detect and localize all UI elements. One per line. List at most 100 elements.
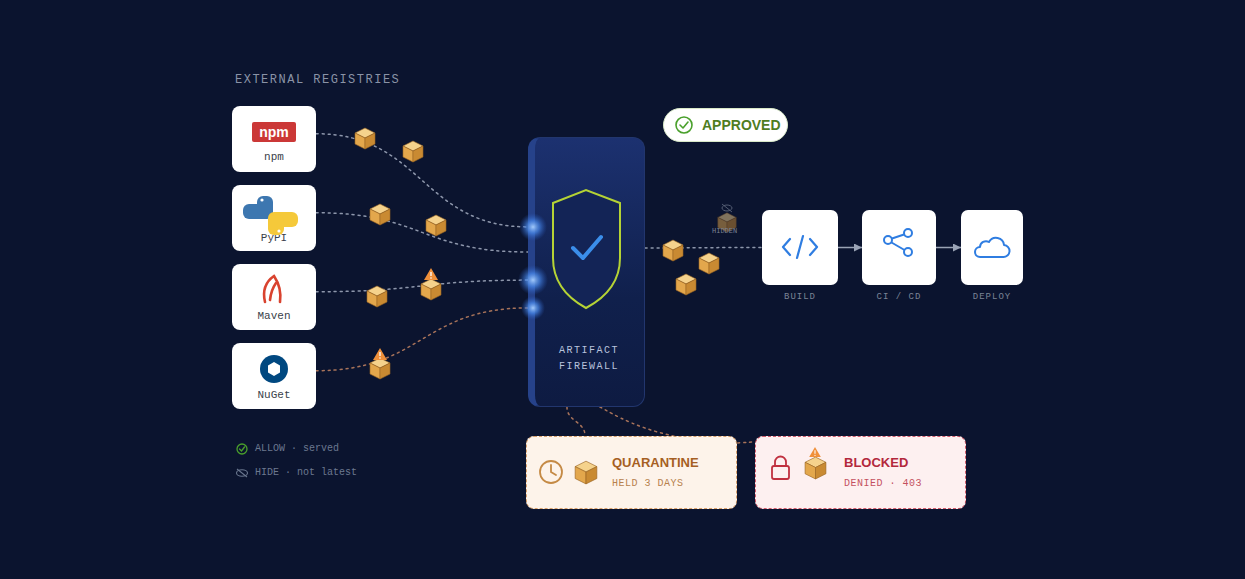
illustration-part <box>257 196 273 216</box>
illustration-part <box>270 283 276 300</box>
registry-box: NuGet <box>232 343 316 409</box>
illustration-part <box>519 213 547 241</box>
node-text: HELD 3 DAYS <box>612 478 732 489</box>
illustration-part <box>553 190 620 308</box>
illustration-part <box>237 444 247 454</box>
status-pill: APPROVED <box>663 108 788 142</box>
connector-group <box>316 134 961 443</box>
node-text: npm <box>252 122 296 142</box>
registry-box: PyPI <box>232 185 316 251</box>
port-glow <box>518 213 548 320</box>
firewall-shield <box>553 190 620 308</box>
illustration-part <box>237 469 247 477</box>
illustration-part <box>676 117 692 133</box>
illustration-part <box>355 128 375 149</box>
node-text: DENIED · 403 <box>844 478 964 489</box>
registry-box: Maven <box>232 264 316 330</box>
connector <box>838 247 862 249</box>
illustration-part <box>884 236 892 244</box>
lock-icon <box>772 457 789 480</box>
connector <box>645 247 762 249</box>
registry-box: npm npm <box>232 106 316 172</box>
build-icon <box>783 236 817 258</box>
nuget-logo <box>260 355 288 383</box>
stage-box: BUILD <box>762 210 838 285</box>
stage-box: DEPLOY <box>961 210 1023 285</box>
illustration-part <box>403 141 423 162</box>
blocked-box: BLOCKED DENIED · 403 <box>755 436 966 509</box>
connector <box>567 407 585 436</box>
node-text: CI / CD <box>849 292 949 302</box>
legend-text: HIDE · not latest <box>255 467 357 478</box>
node-text: DEPLOY <box>942 292 1042 302</box>
illustration-part <box>268 215 284 235</box>
illustration-part <box>373 348 387 360</box>
illustration-part <box>892 235 904 239</box>
illustration-part <box>975 238 1010 257</box>
hidden-tag: HIDDEN <box>712 227 737 235</box>
approved-icon <box>676 117 692 133</box>
connector <box>316 308 528 371</box>
node-text: BUILD <box>750 292 850 302</box>
clock-icon <box>540 461 562 483</box>
blocked-warning <box>809 447 821 457</box>
illustration-part <box>264 276 280 302</box>
connector <box>316 280 528 292</box>
illustration-part <box>426 215 446 236</box>
illustration-part <box>370 204 390 225</box>
stage-box: CI / CD <box>862 210 936 285</box>
cicd-icon <box>884 229 912 256</box>
illustration-part <box>904 248 912 256</box>
illustration-part <box>892 243 905 251</box>
node-text: APPROVED <box>702 108 786 142</box>
node-text: ARTIFACT FIREWALL <box>549 343 629 375</box>
maven-logo <box>264 276 280 302</box>
node-text: BLOCKED <box>844 455 964 470</box>
illustration-part <box>573 237 601 258</box>
illustration-part <box>810 239 817 255</box>
illustration-part <box>722 205 732 211</box>
illustration-part <box>240 447 245 451</box>
illustration-part <box>268 362 280 376</box>
quarantine-box: QUARANTINE HELD 3 DAYS <box>526 436 737 509</box>
illustration-part <box>722 204 732 212</box>
illustration-part <box>699 253 719 274</box>
illustration-part <box>370 358 390 379</box>
illustration-part <box>680 122 688 128</box>
illustration-part <box>904 229 912 237</box>
illustration-part <box>676 274 696 295</box>
node-text: QUARANTINE <box>612 455 732 470</box>
illustration-part <box>237 470 248 476</box>
firewall-panel: ARTIFACT FIREWALL <box>528 137 645 407</box>
connector <box>316 213 528 252</box>
connector <box>936 247 961 249</box>
illustration-part <box>783 239 790 255</box>
illustration-part <box>260 198 263 201</box>
illustration-part <box>521 296 545 320</box>
package-cubes <box>355 128 719 379</box>
illustration-part <box>421 279 441 300</box>
illustration-part <box>277 229 280 232</box>
illustration-part <box>260 355 288 383</box>
illustration-part <box>540 461 562 483</box>
hide-legend-icon <box>237 469 248 477</box>
illustration-part <box>424 268 438 280</box>
illustration-part <box>797 236 803 258</box>
illustration-part <box>367 286 387 307</box>
allow-legend-icon <box>237 444 247 454</box>
illustration-part <box>243 204 273 219</box>
connector <box>316 134 528 227</box>
illustration-part <box>772 466 789 479</box>
node-text: npm <box>232 151 316 163</box>
deploy-icon <box>975 238 1010 257</box>
node-text: PyPI <box>232 232 316 244</box>
illustration-part <box>663 240 683 261</box>
section-heading: EXTERNAL REGISTRIES <box>235 73 400 87</box>
node-text: NuGet <box>232 389 316 401</box>
python-logo <box>243 196 298 235</box>
illustration-part <box>551 465 556 475</box>
illustration-part <box>268 212 298 227</box>
